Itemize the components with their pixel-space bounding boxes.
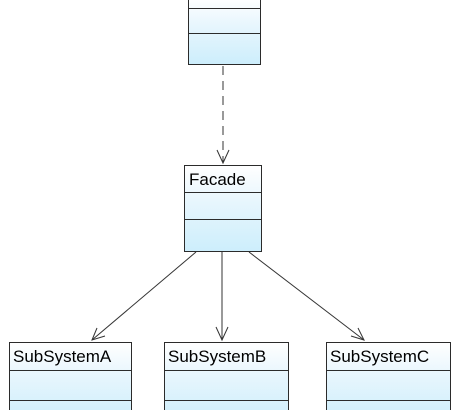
client-class-name — [189, 0, 260, 9]
subsystem-a-class-box[interactable]: SubSystemA — [9, 342, 132, 410]
association-arrowhead-a — [91, 327, 106, 341]
facade-class-box[interactable]: Facade — [184, 165, 262, 252]
facade-operations-compartment — [185, 220, 261, 251]
subsystem-b-class-box[interactable]: SubSystemB — [164, 342, 289, 410]
subsystem-a-class-name: SubSystemA — [10, 343, 131, 371]
subsystem-b-operations-compartment — [165, 401, 288, 410]
association-line-facade-subsystem-c — [248, 251, 365, 341]
client-class-box[interactable] — [188, 0, 261, 65]
subsystem-c-class-box[interactable]: SubSystemC — [326, 342, 451, 410]
client-operations-compartment — [189, 34, 260, 64]
subsystem-b-class-name: SubSystemB — [165, 343, 288, 371]
subsystem-b-attributes-compartment — [165, 371, 288, 401]
subsystem-a-operations-compartment — [10, 401, 131, 410]
facade-attributes-compartment — [185, 193, 261, 220]
association-arrowhead-c — [350, 327, 365, 341]
subsystem-c-class-name: SubSystemC — [327, 343, 450, 371]
subsystem-c-operations-compartment — [327, 401, 450, 410]
client-attributes-compartment — [189, 9, 260, 34]
facade-class-name: Facade — [185, 166, 261, 193]
subsystem-c-attributes-compartment — [327, 371, 450, 401]
association-arrowhead-b — [215, 326, 229, 342]
association-line-facade-subsystem-a — [91, 251, 197, 341]
dependency-arrowhead — [216, 149, 230, 165]
subsystem-a-attributes-compartment — [10, 371, 131, 401]
